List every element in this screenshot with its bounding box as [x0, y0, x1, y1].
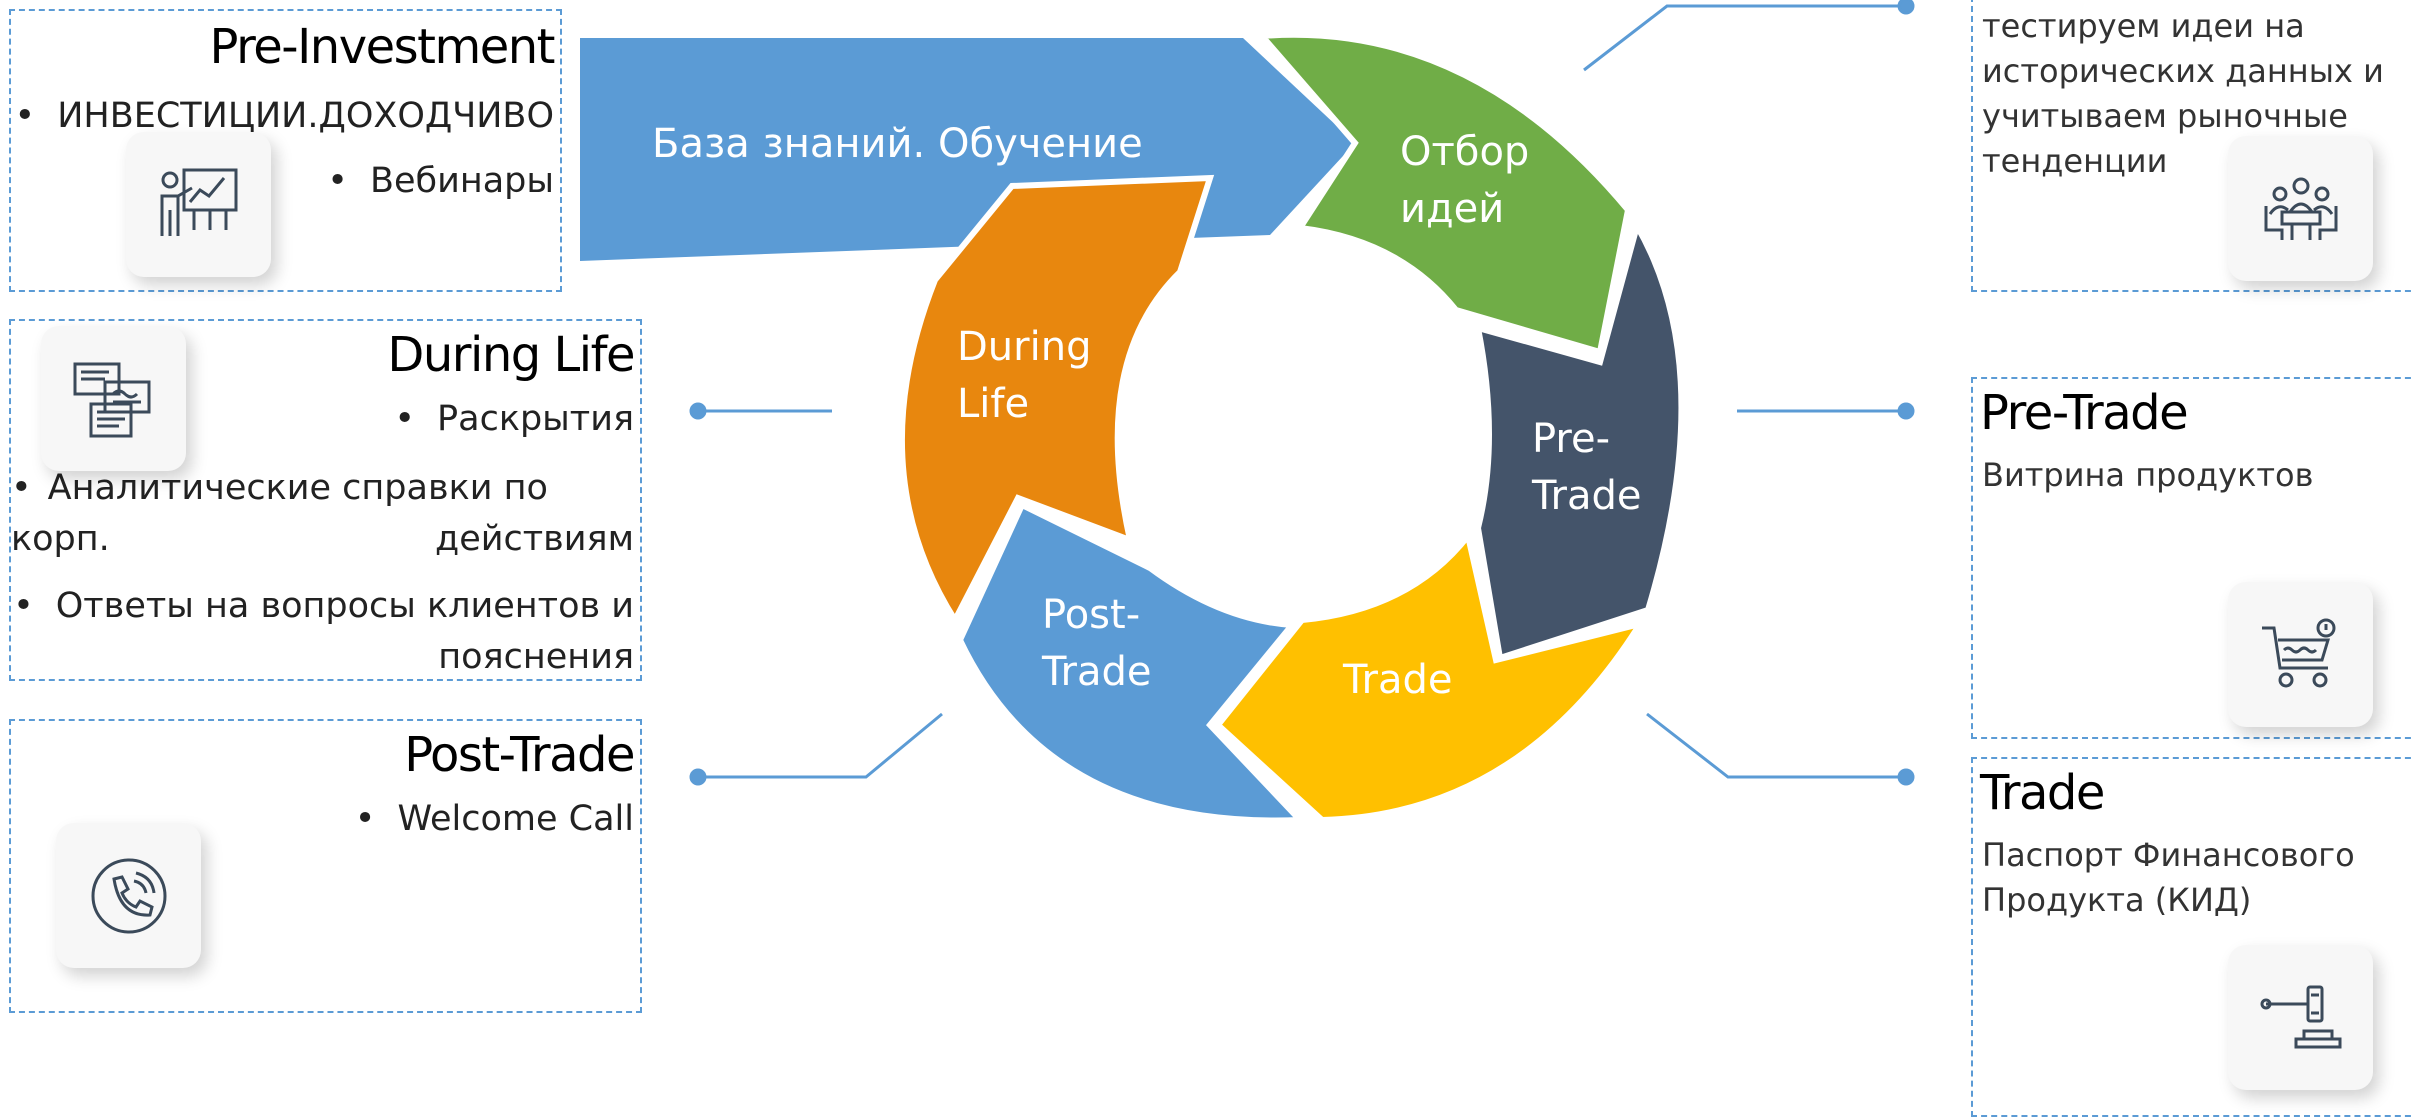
segment-label: Отбор [1400, 129, 1529, 175]
connector-line [698, 712, 943, 779]
segment-label: Life [957, 381, 1029, 427]
connector-line [1583, 4, 1906, 72]
segment-label: During [957, 324, 1091, 370]
segment-label: Post- [1042, 592, 1140, 638]
bullet-text: ИНВЕСТИЦИИ.ДОХОДЧИВО [57, 96, 554, 136]
bullet-text: Ответы на вопросы клиентов и [55, 586, 634, 626]
bullet-dot: • [327, 161, 348, 201]
connector-line [1646, 712, 1906, 779]
trade-text-line: Паспорт Финансового [1982, 836, 2355, 874]
phone-call-icon [56, 823, 201, 968]
trade-panel: Trade Паспорт Финансового Продукта (КИД) [1971, 757, 2413, 1117]
shopping-cart-icon [2228, 582, 2373, 727]
bullet-text: Welcome Call [397, 799, 634, 839]
meeting-icon [2228, 136, 2373, 281]
bullet-text-continued: пояснения [438, 637, 634, 677]
bullet-text-continued: действиям [435, 519, 634, 559]
idea-selection-panel: тестируем идеи на исторических данных и … [1971, 0, 2413, 292]
bullet-text: Раскрытия [437, 399, 634, 439]
connector-dot [1897, 0, 1915, 15]
connector-dot [689, 402, 707, 420]
pre-trade-title: Pre-Trade [1980, 385, 2189, 441]
bullet-item: • Раскрытия [394, 394, 634, 445]
bullet-item: • Ответы на вопросы клиентов и [13, 581, 634, 632]
bullet-dot: • [354, 799, 376, 839]
segment-trade [1213, 529, 1647, 824]
presentation-chart-icon [126, 132, 271, 277]
bullet-item: • Welcome Call [355, 794, 634, 845]
bullet-item: • ИНВЕСТИЦИИ.ДОХОДЧИВО [15, 91, 554, 142]
pre-investment-title: Pre-Investment [209, 19, 555, 75]
trade-text-line: Продукта (КИД) [1982, 881, 2252, 919]
segment-pre-trade [1474, 218, 1685, 662]
pre-trade-text: Витрина продуктов [1982, 456, 2314, 494]
documents-icon [41, 326, 186, 471]
gavel-icon [2228, 945, 2373, 1090]
connector-dot [689, 768, 707, 786]
segment-label: Trade [1041, 649, 1152, 695]
segment-during-life [898, 174, 1215, 627]
bullet-dot: • [394, 399, 416, 439]
bullet-text: Вебинары [369, 161, 554, 201]
during-life-title: During Life [387, 327, 635, 383]
bullet-item: •Аналитические справки по корп. [11, 463, 634, 565]
idea-selection-line: исторических данных и [1982, 52, 2384, 90]
segment-label: идей [1400, 186, 1504, 232]
segment-idea-selection [1255, 31, 1632, 356]
during-life-panel: During Life •Раскрытия •Аналитические сп… [9, 319, 642, 681]
bullet-item: • Вебинары [327, 156, 554, 207]
bullet-dot: • [11, 468, 32, 508]
knowledge-base-label: База знаний. Обучение [652, 121, 1143, 167]
bullet-text: Аналитические справки по корп. [11, 468, 548, 559]
connector-lines [689, 0, 1915, 786]
idea-selection-line: тенденции [1982, 142, 2168, 180]
post-trade-panel: Post-Trade • Welcome Call [9, 719, 642, 1013]
segment-label: Pre- [1532, 416, 1610, 462]
segment-label: Trade [1531, 473, 1642, 519]
trade-title: Trade [1980, 765, 2105, 821]
pre-trade-panel: Pre-Trade Витрина продуктов [1971, 377, 2413, 739]
bullet-dot: • [14, 96, 36, 136]
post-trade-title: Post-Trade [404, 727, 635, 783]
bullet-dot: • [13, 586, 34, 626]
segment-post-trade [956, 500, 1307, 824]
idea-selection-line: тестируем идеи на [1982, 7, 2305, 45]
pre-investment-panel: Pre-Investment • ИНВЕСТИЦИИ.ДОХОДЧИВО • Ве… [9, 9, 562, 292]
idea-selection-line: учитываем рыночные [1982, 97, 2348, 135]
segment-label: Trade [1342, 657, 1453, 703]
connector-dot [1897, 402, 1915, 420]
connector-dot [1897, 768, 1915, 786]
